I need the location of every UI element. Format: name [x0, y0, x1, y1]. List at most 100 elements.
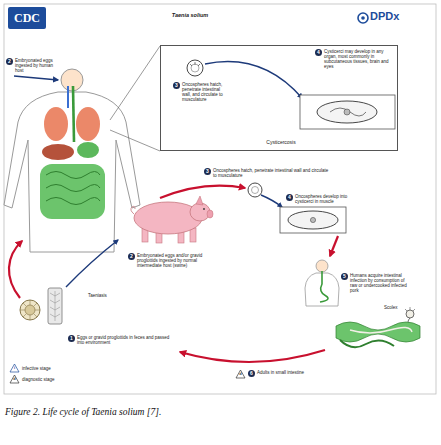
dpdx-logo [358, 13, 368, 23]
callout-number: 2 [6, 58, 13, 65]
intestine-drawing [350, 327, 412, 333]
legend-entry: infective stage [22, 366, 51, 371]
step-badge: 3Oncospheres hatch, penetrate intestinal… [204, 168, 211, 175]
cysticercus-panel [280, 207, 346, 233]
oncosphere-to-cyst-arrow [261, 195, 282, 207]
pig-drawing [207, 210, 213, 218]
diagnostic-stage-symbol [236, 370, 245, 378]
human-figure [42, 144, 74, 160]
proglottid-drawing [48, 288, 62, 324]
cysticercus-panel [317, 101, 377, 123]
step-description: Humans acquire intestinal infection by c… [350, 273, 410, 294]
step-badge: 4Oncospheres develop into cysticerci in … [286, 194, 293, 201]
human-figure [44, 107, 68, 141]
step-description: Oncospheres develop into cysticerci in m… [295, 194, 357, 204]
diagnostic-stage-symbol [236, 370, 245, 378]
diagnostic-stage-symbol [10, 375, 19, 383]
ingest-arrow [14, 76, 58, 80]
callout-number: 3 [173, 82, 180, 89]
human-figure [77, 142, 99, 158]
step-badge: 3Oncospheres hatch, penetrate intestinal… [173, 82, 180, 89]
figure-caption: Figure 2. Life cycle of Taenia solium [7… [5, 407, 435, 417]
step-badge: 2Embryonated eggs and/or gravid proglott… [128, 253, 135, 260]
egg-drawing [25, 305, 35, 315]
step-description: Embryonated eggs and/or gravid proglotti… [137, 253, 217, 269]
step-badge: 2Embryonated eggs ingested by human host [6, 58, 13, 65]
step-badge: 5Humans acquire intestinal infection by … [341, 273, 348, 280]
pig-drawing [196, 196, 203, 205]
diagnostic-stage-symbol [10, 375, 19, 383]
step-description: Oncospheres hatch, penetrate intestinal … [213, 168, 333, 178]
human-figure [4, 69, 140, 252]
logo-text: CDC [8, 7, 46, 29]
legend-text: infective stage [22, 366, 51, 371]
dpdx-logo [361, 16, 365, 20]
scolex-drawing [406, 310, 414, 318]
stage-label: Taeniasis [88, 294, 128, 299]
human-figure [73, 86, 74, 142]
cysticercus-panel [300, 95, 395, 129]
human-figure [305, 260, 339, 306]
egg-drawing [20, 300, 40, 320]
pig-drawing [203, 208, 205, 210]
part-label: Scolex [384, 306, 408, 311]
stage-letter: d [13, 377, 17, 381]
dpdx-logo [358, 13, 368, 23]
oncosphere-drawing [191, 64, 199, 72]
step-description: Eggs or gravid proglottids in feces and … [77, 335, 177, 345]
pig-to-oncosphere-arrow [160, 186, 245, 198]
oncosphere-drawing [190, 62, 200, 66]
cysticercus-panel [300, 95, 395, 129]
egg-drawing [20, 300, 40, 320]
figure-frame [4, 4, 436, 394]
intestine-drawing [336, 322, 420, 342]
panel-title: Cysticercosis [246, 139, 316, 145]
pig-to-oncosphere-arrow [160, 186, 245, 198]
human-figure [67, 86, 69, 108]
oncosphere-drawing [248, 183, 262, 197]
egg-to-pig-arrow [66, 240, 118, 287]
human-figure [46, 172, 100, 205]
step-badge: 4Cysticerci may develop in any organ, mo… [315, 49, 322, 56]
callout-number: 3 [204, 168, 211, 175]
return-arrow [180, 350, 325, 362]
cysticercus-panel [280, 207, 346, 233]
callout-number: 4 [315, 49, 322, 56]
callout-number: 5 [341, 273, 348, 280]
cdc-logo [8, 7, 46, 29]
human-figure [40, 164, 105, 219]
step-badge: 6Adults in small intestine [248, 370, 255, 377]
pig-drawing [131, 196, 213, 243]
human-figure [4, 92, 140, 252]
scolex-drawing [405, 307, 415, 311]
step-description: Cysticerci may develop in any organ, mos… [324, 49, 396, 70]
cysticercus-panel [344, 109, 350, 115]
cysticercus-panel [330, 108, 366, 116]
infective-stage-symbol [10, 364, 19, 372]
pig-drawing [131, 206, 135, 214]
legend-entry: diagnostic stage [22, 377, 55, 382]
oncosphere-drawing [187, 60, 203, 76]
human-figure [316, 260, 328, 272]
human-figure [320, 271, 328, 302]
cysticercus-panel [288, 211, 338, 229]
callout-number: 2 [128, 253, 135, 260]
zoom-lines [110, 130, 160, 151]
panel-box: Cysticercosis 3Oncospheres hatch, penetra… [160, 45, 398, 151]
oncosphere-drawing [252, 187, 259, 194]
zoom-lines [110, 46, 160, 120]
intestine-drawing [336, 322, 420, 347]
legend-text: diagnostic stage [22, 377, 55, 382]
egg-drawing [20, 300, 40, 320]
egg-to-human-arrow [9, 241, 22, 298]
infective-stage-symbol [10, 364, 19, 372]
callout-number: 1 [68, 335, 75, 342]
oncosphere-drawing [187, 60, 203, 76]
callout-number: 6 [248, 370, 255, 377]
step-description: Oncospheres hatch, penetrate intestinal … [182, 82, 224, 103]
proglottid-drawing [50, 291, 60, 321]
ingest-arrow [14, 76, 58, 80]
human-figure [76, 107, 100, 141]
stage-letter: d [239, 372, 243, 376]
